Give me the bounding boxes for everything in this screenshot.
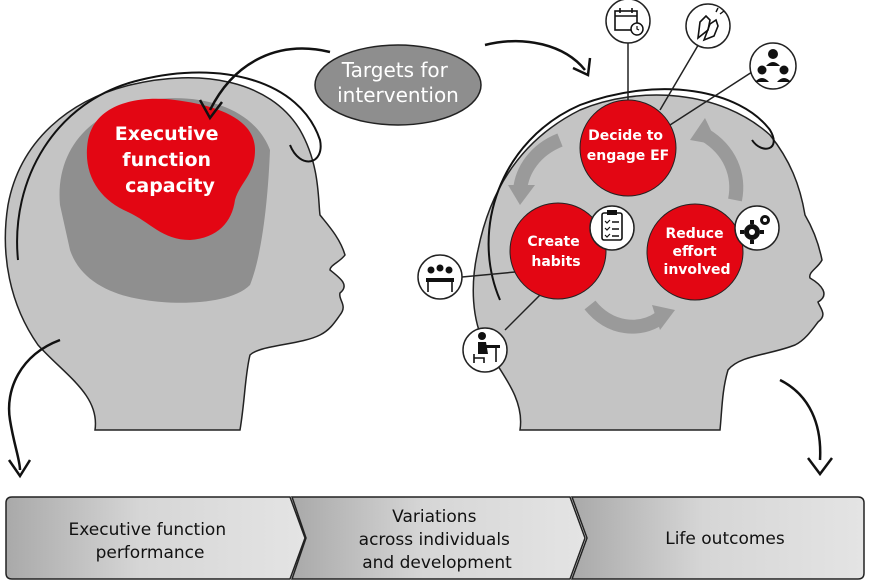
reduce-line-1: Reduce — [666, 226, 724, 242]
reduce-label: Reduce effort involved — [664, 226, 731, 278]
cycle-arrow-bottom — [584, 300, 665, 334]
right-head: Decide to engage EF Create habits Reduce… — [417, 0, 825, 431]
cycle-arrow-top-left — [513, 133, 563, 192]
life-outcomes-label: Life outcomes — [665, 529, 785, 549]
person-studying-icon — [462, 327, 508, 373]
targets-label: Targets for intervention — [337, 58, 459, 107]
group-table-icon — [417, 254, 463, 300]
ef-capacity-line-1: Executive — [115, 123, 219, 145]
variations-label: Variations across individuals and develo… — [359, 507, 516, 573]
decide-label: Decide to engage EF — [587, 128, 669, 164]
right-down-arrow-head — [807, 457, 833, 477]
segment-variations — [290, 496, 586, 580]
life-outcomes-line-1: Life outcomes — [665, 529, 785, 549]
left-contour-line — [16, 71, 322, 261]
cycle-arrow-top-right-head — [690, 118, 718, 145]
ef-performance-line-2: performance — [96, 543, 205, 563]
variations-line-1: Variations — [392, 507, 476, 527]
habits-line-1: Create — [527, 234, 579, 250]
left-head: Executive function capacity — [4, 71, 346, 431]
habits-line-2: habits — [531, 254, 580, 270]
arrow-to-left-brain-head — [198, 99, 223, 121]
left-ef-blob — [86, 98, 255, 240]
calendar-clock-icon — [605, 0, 651, 44]
ef-capacity-label: Executive function capacity — [115, 123, 225, 197]
clapping-hands-icon — [685, 3, 731, 49]
segment-ef-performance — [5, 496, 306, 580]
ef-capacity-line-2: function — [122, 149, 211, 171]
segment-life-outcomes — [570, 496, 865, 580]
ef-performance-label: Executive function performance — [68, 520, 231, 563]
arrow-to-right-head-tip — [572, 57, 592, 77]
reduce-line-3: involved — [664, 262, 731, 278]
variations-line-3: and development — [362, 553, 512, 573]
icon-connectors — [461, 40, 753, 331]
ef-performance-line-1: Executive function — [68, 520, 226, 540]
arrow-to-left-brain — [208, 47, 331, 111]
reduce-circle — [646, 203, 744, 301]
arrow-to-right-head — [484, 39, 586, 71]
left-down-arrow — [7, 338, 61, 471]
right-down-arrow — [779, 378, 822, 461]
bottom-bar: Executive function performance Variation… — [5, 496, 865, 580]
decide-line-2: engage EF — [587, 148, 669, 164]
cycle-arrow-top-left-head — [508, 185, 535, 205]
habits-label: Create habits — [527, 234, 584, 270]
ef-capacity-line-3: capacity — [125, 175, 215, 197]
targets-cloud: Targets for intervention — [198, 39, 592, 126]
decide-line-1: Decide to — [588, 128, 663, 144]
gears-icon — [734, 205, 780, 251]
left-down-arrow-head — [7, 459, 32, 479]
targets-line-1: Targets for — [341, 58, 449, 82]
cycle-arrow-bottom-head — [652, 305, 675, 330]
group-discussion-icon — [749, 42, 797, 90]
habits-circle — [509, 202, 607, 300]
reduce-line-2: effort — [673, 244, 717, 260]
checklist-icon — [589, 205, 635, 251]
variations-line-2: across individuals — [359, 530, 510, 550]
targets-line-2: intervention — [337, 83, 459, 107]
